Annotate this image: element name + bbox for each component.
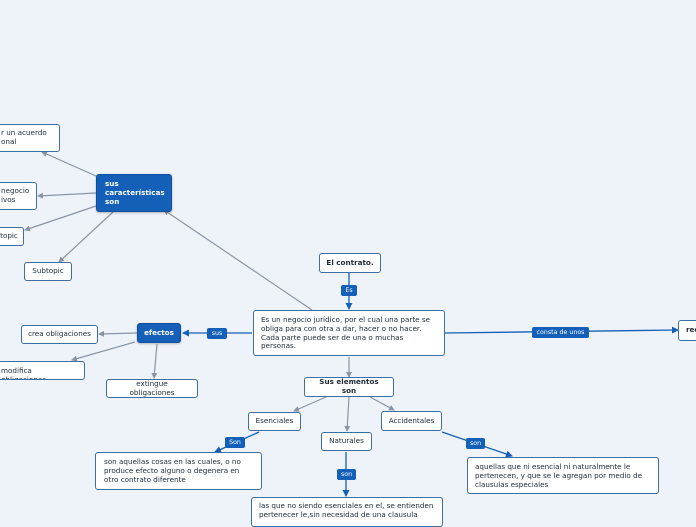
node-subtopic-left[interactable]: topic (0, 227, 24, 246)
node-definicion[interactable]: Es un negocio jurídico, por el cual una … (253, 310, 445, 356)
node-crea-obligaciones[interactable]: crea obligaciones (21, 325, 98, 344)
connector-caracteristicas-acuerdo (41, 151, 97, 177)
label-son-naturales[interactable]: son (337, 469, 356, 480)
node-modifica-obligaciones[interactable]: modifica obligaciones (0, 361, 85, 380)
node-negocio[interactable]: negocio ivos (0, 182, 37, 210)
node-naturales-descripcion[interactable]: las que no siendo esenciales en el, se e… (251, 497, 443, 527)
connector-definicion-caracteristicas (163, 209, 313, 311)
node-esenciales-descripcion[interactable]: son aquellas cosas en las cuales, o no p… (95, 452, 262, 490)
node-naturales[interactable]: Naturales (321, 432, 372, 451)
connector-efectos-extingue (151, 343, 158, 379)
node-sus-elementos[interactable]: Sus elementos son (304, 377, 394, 397)
node-accidentales-descripcion[interactable]: aquellas que ni esencial ni naturalmente… (467, 457, 659, 494)
connector-caracteristicas-negocio (37, 192, 97, 199)
node-subtopic[interactable]: Subtopic (24, 262, 72, 281)
label-son-esenciales[interactable]: Son (225, 437, 245, 448)
connector-elementos-accidentales (369, 396, 395, 411)
node-efectos[interactable]: efectos (137, 323, 181, 343)
connector-elementos-naturales (344, 396, 351, 432)
node-right-cut[interactable]: rec (678, 320, 696, 341)
node-accidentales[interactable]: Accidentales (381, 411, 442, 431)
label-son-accidentales[interactable]: son (466, 438, 485, 449)
connector-efectos-modifica (71, 341, 136, 362)
node-extingue-obligaciones[interactable]: extingue obligaciones (106, 379, 198, 398)
connector-efectos-crea (98, 330, 138, 337)
node-esenciales[interactable]: Esenciales (248, 412, 301, 431)
label-consta-de-unos[interactable]: consta de unos (532, 327, 589, 338)
node-acuerdo[interactable]: r un acuerdo onal (0, 124, 60, 152)
connector-caracteristicas-subtopic (58, 211, 114, 263)
node-sus-caracteristicas[interactable]: sus características son (96, 174, 172, 212)
connector-elementos-esenciales (293, 396, 327, 412)
label-sus[interactable]: sus (207, 328, 227, 339)
node-el-contrato[interactable]: El contrato. (319, 253, 381, 273)
label-es[interactable]: Es (341, 285, 357, 296)
connector-caracteristicas-topic (24, 205, 97, 232)
